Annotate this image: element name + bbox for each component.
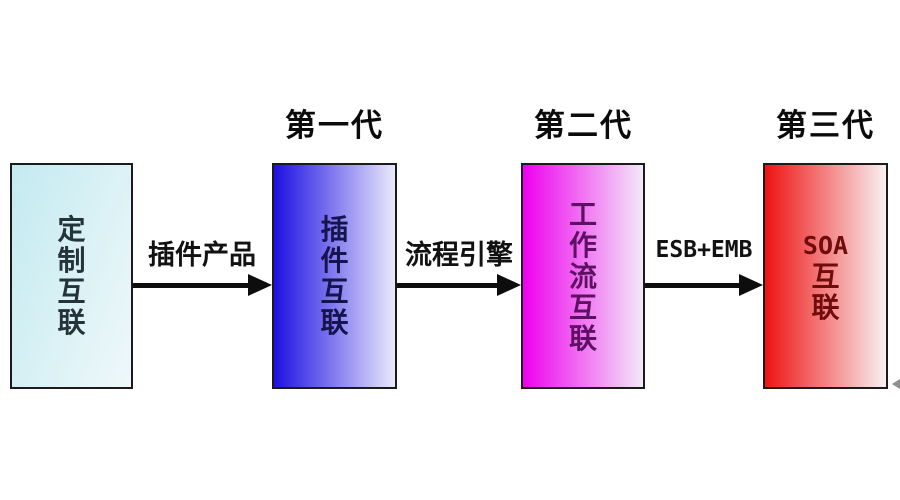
box-label-line: 定 [57,214,86,245]
arrow-head-icon [739,274,763,296]
box-label-line: 插 [320,214,349,245]
box-workflow-interconnect: 工 作 流 互 联 [521,163,645,389]
box-label-line: 互 [57,276,86,307]
box-label-line: 联 [320,307,349,338]
box-custom-interconnect: 定 制 互 联 [10,163,133,389]
arrow-shaft [645,283,741,288]
arrow-head-icon [497,274,521,296]
edge-artifact-icon [892,377,900,391]
box-label-line: 互 [811,260,840,292]
box-soa-interconnect: SOA 互 联 [763,163,888,389]
arrow-shaft [133,283,250,288]
arrow-label-process-engine: 流程引擎 [405,240,513,270]
generation-title-1: 第一代 [285,108,384,143]
box-label-line: 作 [568,229,597,261]
box-label-line: 流 [568,260,597,292]
box-label-line: 联 [57,307,86,338]
box-label-line: SOA [802,230,849,260]
box-label-line: 互 [568,291,597,323]
box-label-line: 互 [320,276,349,307]
generation-title-3: 第三代 [776,108,875,143]
box-label-line: 件 [320,245,349,276]
arrow-label-plugin-product: 插件产品 [148,240,256,270]
box-label-line: 工 [568,198,597,230]
arrow-label-esb-emb: ESB+EMB [655,237,753,263]
box-plugin-interconnect: 插 件 互 联 [272,163,397,389]
box-label-line: 制 [57,245,86,276]
box-label-line: 联 [811,291,840,323]
arrow-head-icon [248,274,272,296]
box-label-line: 联 [568,322,597,354]
arrow-shaft [397,283,499,288]
generation-title-2: 第二代 [534,108,633,143]
